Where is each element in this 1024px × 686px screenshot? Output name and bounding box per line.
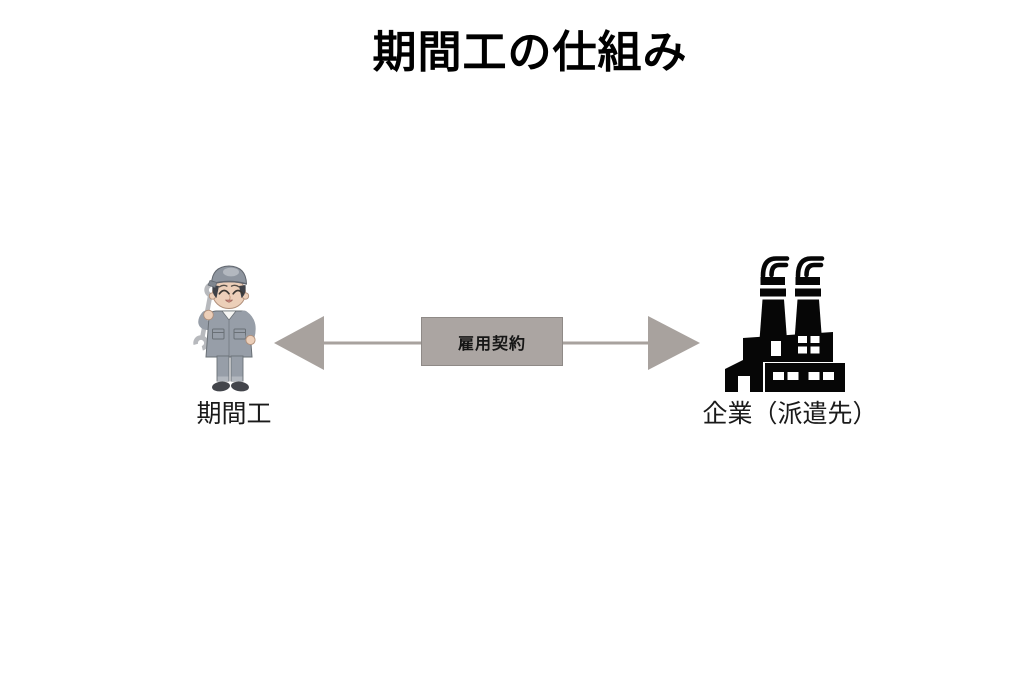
factory-smoke [760, 256, 825, 279]
worker-label: 期間工 [196, 400, 272, 428]
arrow-head-right [648, 316, 700, 370]
worker-shoes [212, 381, 249, 392]
cap-visor [207, 280, 218, 288]
worker-mouth [224, 299, 234, 303]
factory-icon [725, 256, 845, 392]
contract-label: 雇用契約 [457, 335, 526, 353]
worker-chest-pockets [212, 328, 246, 340]
worker-collar [221, 310, 237, 321]
contract-label-box: 雇用契約 [421, 317, 563, 366]
worker-left-arm [239, 310, 256, 342]
factory-windows [738, 336, 834, 392]
cap-panel [223, 267, 239, 277]
company-label: 企業（派遣先） [702, 400, 878, 428]
worker-head [207, 265, 250, 309]
arrow-head-left [274, 316, 324, 370]
worker-legs [216, 355, 244, 382]
page-title: 期間工の仕組み [372, 28, 688, 77]
worker-fist [203, 309, 214, 321]
worker-illustration [193, 265, 256, 392]
